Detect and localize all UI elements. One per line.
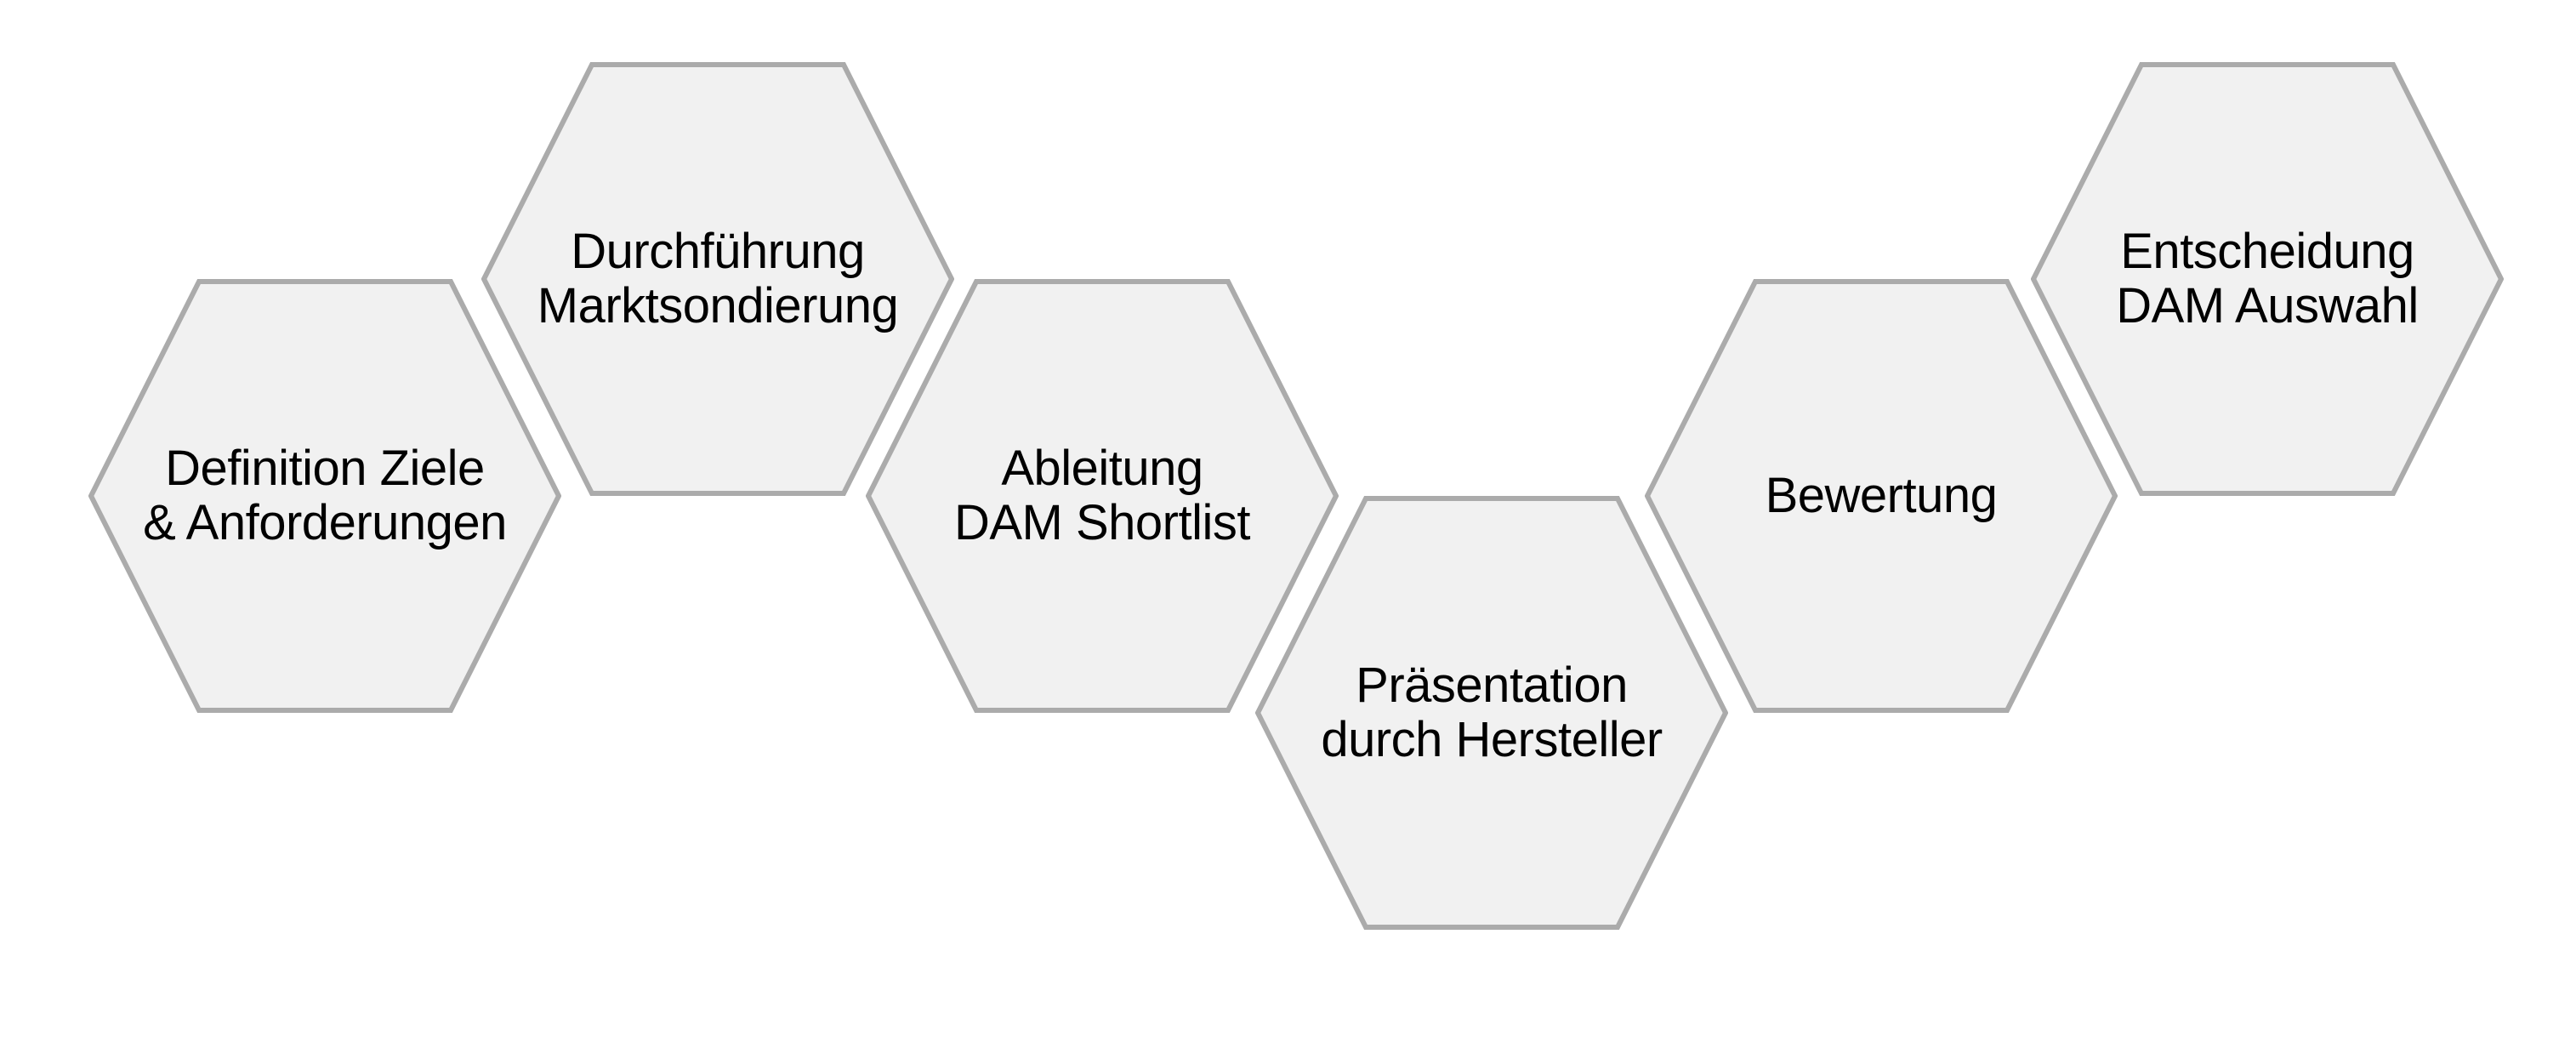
hex-step-label: Durchführung Marktsondierung	[537, 224, 899, 333]
hexagon-shape	[866, 279, 1339, 713]
hexagon-shape	[1645, 279, 2118, 713]
hex-step-label: Präsentation durch Hersteller	[1321, 658, 1663, 767]
hexagon-shape	[88, 279, 561, 713]
hex-step-label: Bewertung	[1765, 468, 1998, 524]
hexagon-shape	[481, 62, 954, 496]
hex-step-label: Definition Ziele & Anforderungen	[143, 441, 507, 550]
hexagon-shape	[1255, 496, 1728, 930]
hex-step-entscheidung-dam-auswahl: Entscheidung DAM Auswahl	[2031, 62, 2504, 496]
hex-step-definition-ziele: Definition Ziele & Anforderungen	[88, 279, 561, 713]
hex-step-label: Entscheidung DAM Auswahl	[2116, 224, 2419, 333]
hex-step-durchfuehrung-marktsondierung: Durchführung Marktsondierung	[481, 62, 954, 496]
hex-step-praesentation-durch-hersteller: Präsentation durch Hersteller	[1255, 496, 1728, 930]
hexagon-shape	[2031, 62, 2504, 496]
hex-step-bewertung: Bewertung	[1645, 279, 2118, 713]
hex-step-ableitung-dam-shortlist: Ableitung DAM Shortlist	[866, 279, 1339, 713]
hex-step-label: Ableitung DAM Shortlist	[953, 441, 1251, 550]
